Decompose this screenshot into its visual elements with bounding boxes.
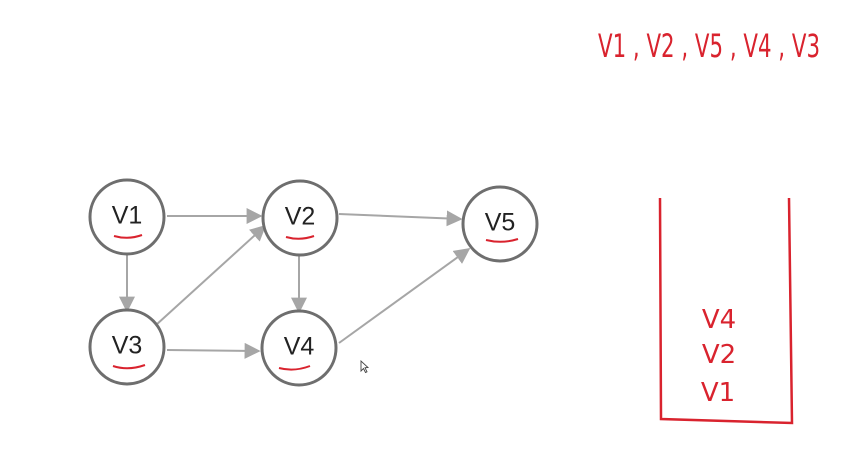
- edge-v3-v2: [155, 224, 267, 326]
- stack-item-bottom: V1: [701, 378, 735, 408]
- node-label-v1: V1: [112, 202, 143, 230]
- node-label-v2: V2: [285, 203, 316, 231]
- mouse-pointer-icon: [360, 359, 370, 374]
- node-underline-v1: [113, 234, 143, 239]
- graph-node-v3: V3: [88, 308, 166, 386]
- edge-v2-v5: [338, 210, 463, 227]
- graph-node-v1: V1: [88, 178, 166, 256]
- graph-node-v4: V4: [260, 309, 338, 387]
- traversal-order-text: V1 , V2 , V5 , V4 , V3: [598, 27, 820, 65]
- graph-node-v5: V5: [461, 185, 539, 263]
- node-label-v4: V4: [284, 333, 315, 361]
- node-underline-v3: [112, 364, 146, 370]
- node-underline-v5: [485, 238, 519, 243]
- node-underline-v2: [285, 235, 315, 240]
- node-label-v3: V3: [112, 332, 143, 360]
- graph-node-v2: V2: [261, 179, 339, 257]
- node-underline-v4: [278, 365, 311, 371]
- edge-v4-v5: [338, 248, 471, 344]
- edge-v3-v4: [166, 342, 261, 359]
- stack-item-middle: V2: [702, 340, 736, 370]
- node-label-v5: V5: [485, 209, 516, 237]
- stack-container: [658, 197, 794, 425]
- edges: [119, 208, 471, 359]
- stack-item-top: V4: [702, 305, 736, 335]
